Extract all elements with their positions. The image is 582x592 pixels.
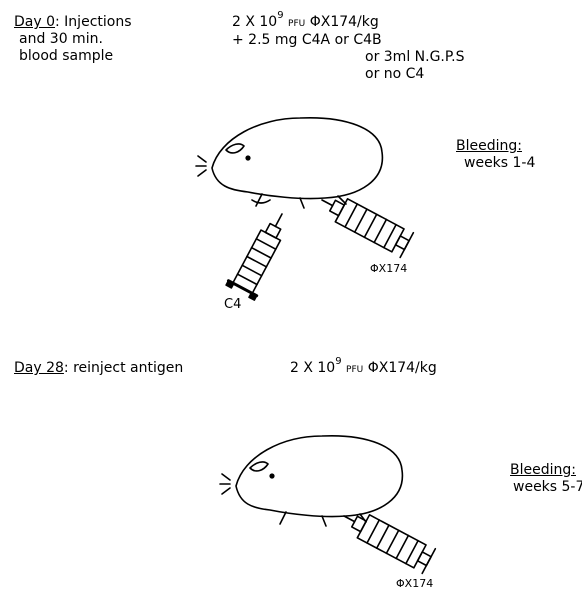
phage-syringe-icon-2 [337, 504, 435, 574]
guinea-pig-icon-2 [220, 436, 402, 526]
guinea-pig-icon-1 [196, 118, 382, 208]
c4-syringe-icon [226, 206, 296, 300]
